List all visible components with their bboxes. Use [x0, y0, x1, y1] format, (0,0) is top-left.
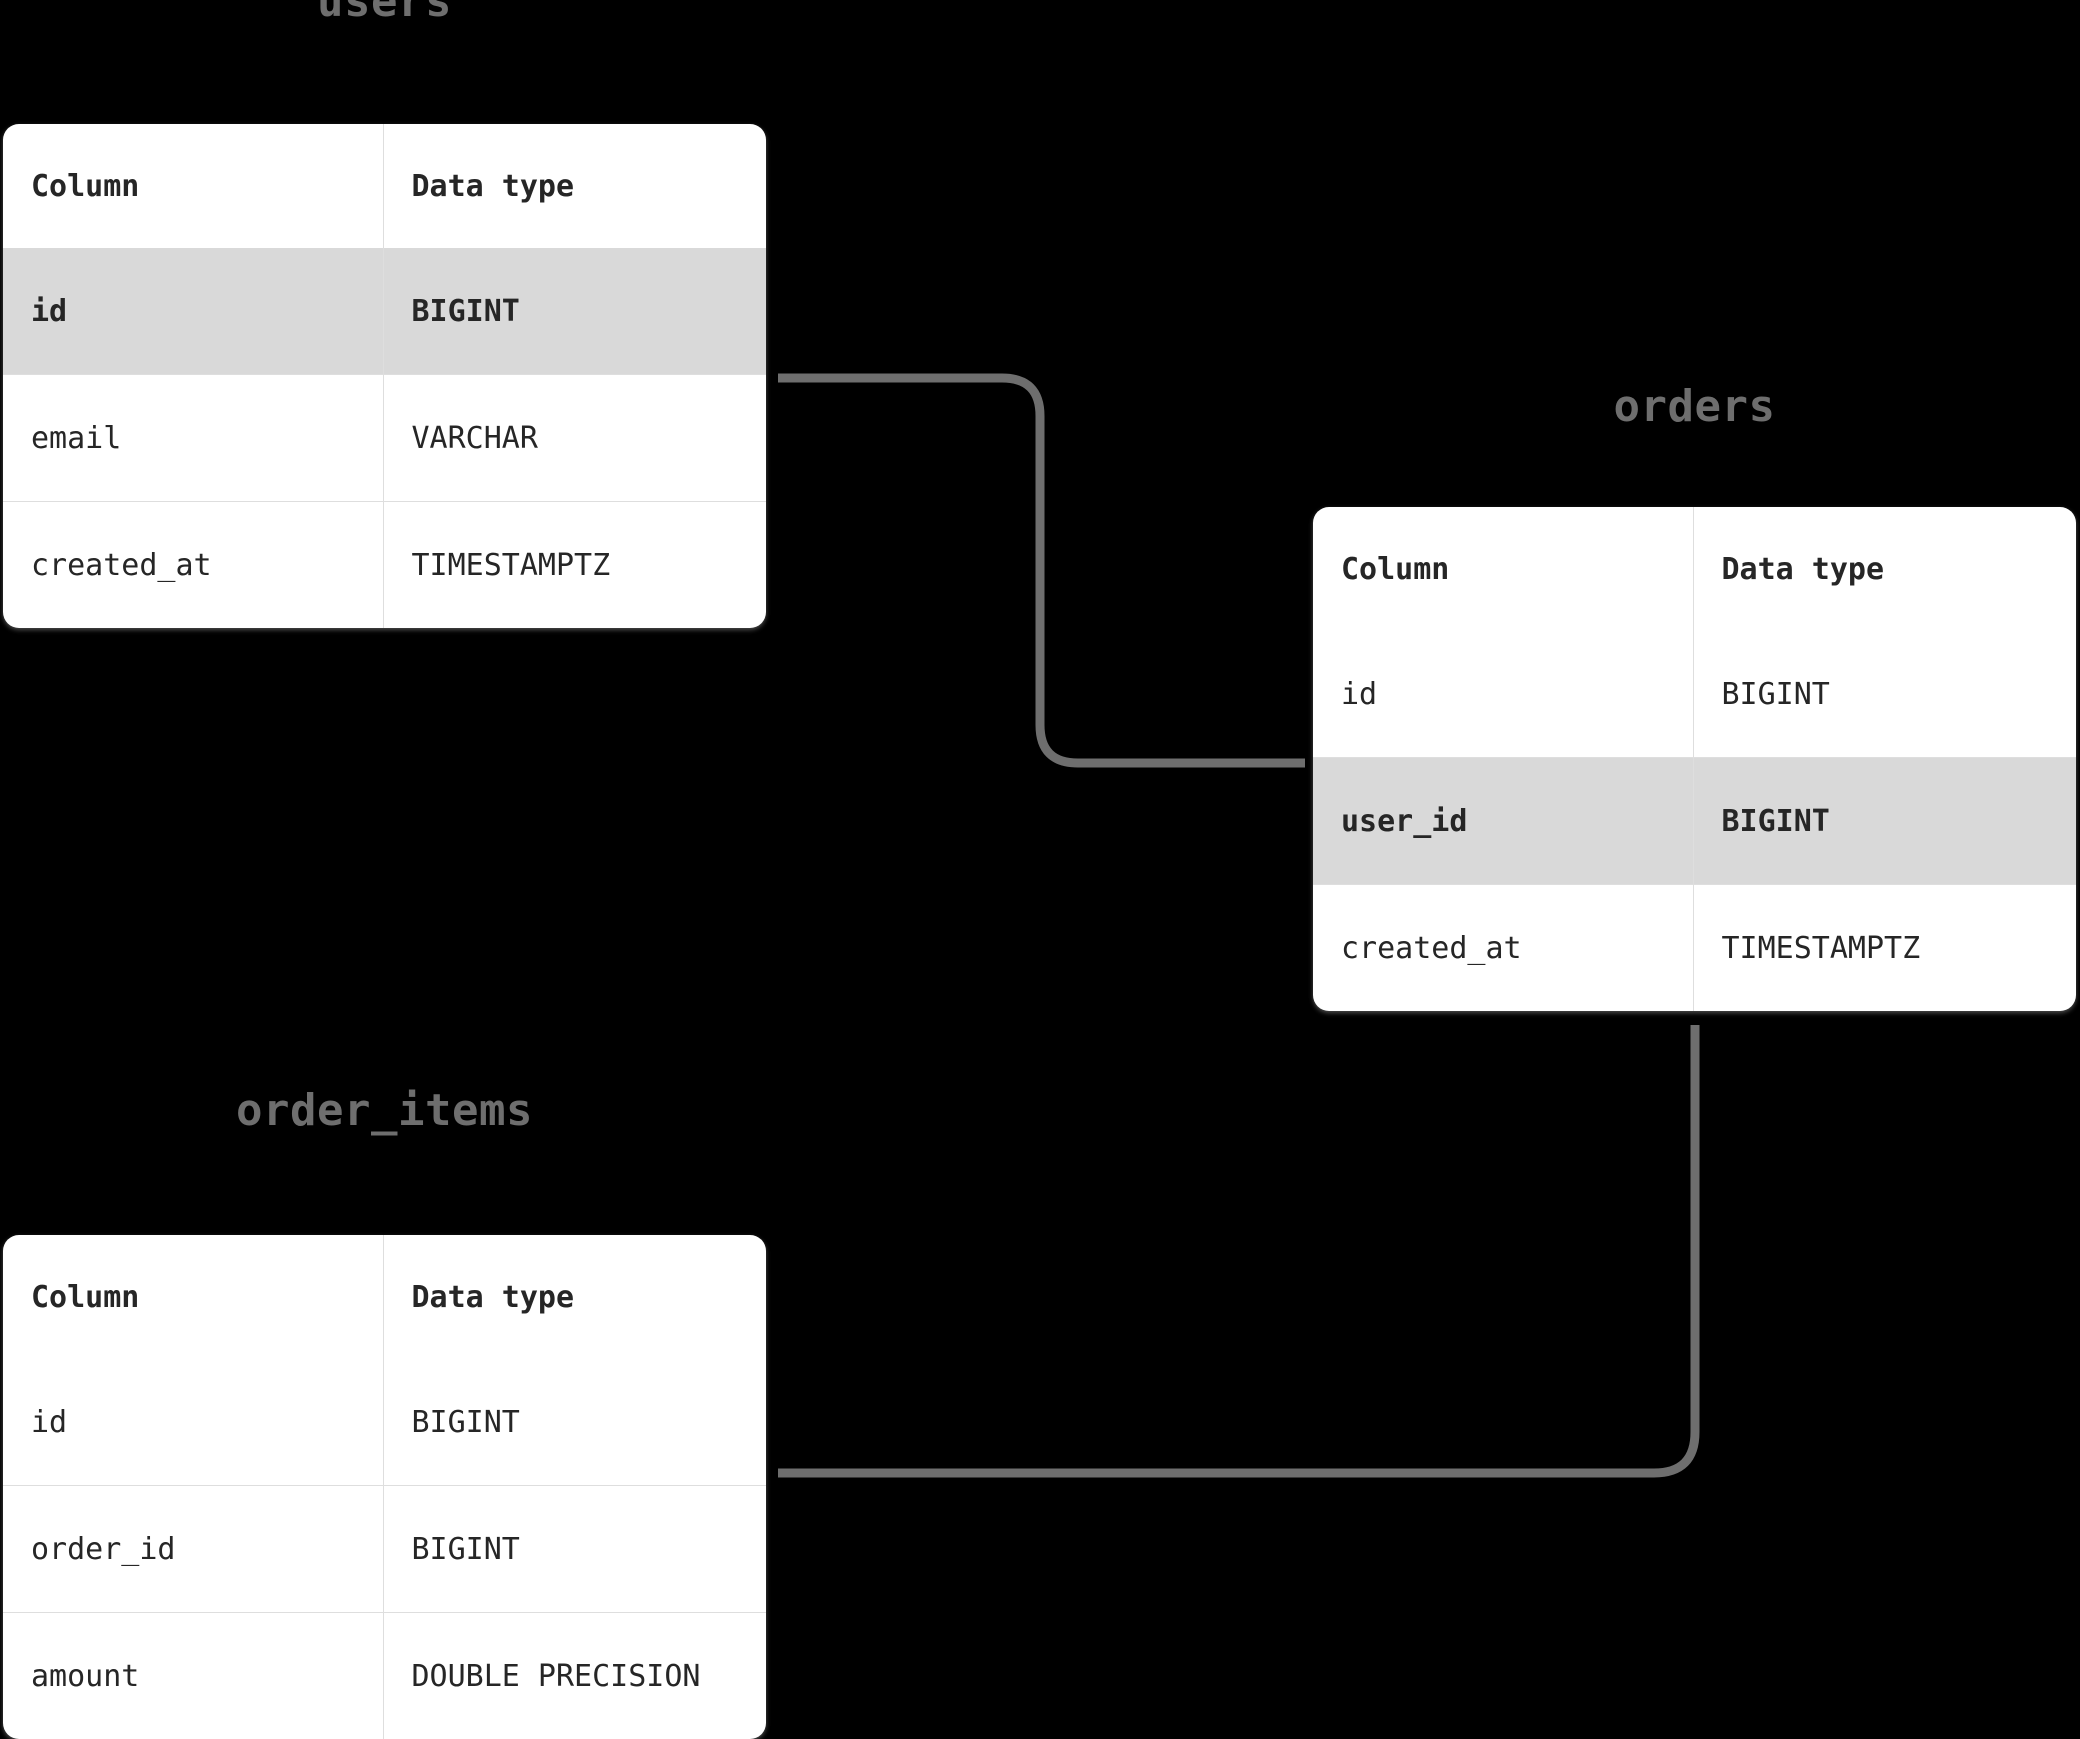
table-row[interactable]: created_at TIMESTAMPTZ [1313, 885, 2076, 1012]
column-type: BIGINT [383, 1359, 766, 1486]
column-name: id [3, 248, 383, 375]
schema-table-users: Column Data type id BIGINT email VARCHAR… [3, 124, 766, 628]
table-row[interactable]: email VARCHAR [3, 375, 766, 502]
schema-table-orders: Column Data type id BIGINT user_id BIGIN… [1313, 507, 2076, 1011]
column-type: TIMESTAMPTZ [383, 502, 766, 629]
table-card-users: Column Data type id BIGINT email VARCHAR… [3, 124, 766, 628]
table-node-orders[interactable]: orders Column Data type id BIGINT use [1313, 383, 2076, 1023]
column-type: VARCHAR [383, 375, 766, 502]
table-row[interactable]: amount DOUBLE PRECISION [3, 1613, 766, 1739]
column-name: order_id [3, 1486, 383, 1613]
header-data-type: Data type [383, 124, 766, 248]
column-name: created_at [1313, 885, 1693, 1012]
column-type: BIGINT [1693, 631, 2076, 758]
table-row[interactable]: created_at TIMESTAMPTZ [3, 502, 766, 629]
column-type: BIGINT [383, 248, 766, 375]
table-header-row: Column Data type [1313, 507, 2076, 631]
column-type: BIGINT [1693, 758, 2076, 885]
header-data-type: Data type [1693, 507, 2076, 631]
column-type: TIMESTAMPTZ [1693, 885, 2076, 1012]
table-title-users: users [3, 0, 766, 26]
header-column: Column [3, 124, 383, 248]
header-data-type: Data type [383, 1235, 766, 1359]
column-type: BIGINT [383, 1486, 766, 1613]
column-name: email [3, 375, 383, 502]
table-row[interactable]: order_id BIGINT [3, 1486, 766, 1613]
table-row[interactable]: id BIGINT [3, 1359, 766, 1486]
header-column: Column [1313, 507, 1693, 631]
table-node-users[interactable]: users Column Data type id BIGINT emai [3, 0, 766, 640]
column-name: id [3, 1359, 383, 1486]
header-column: Column [3, 1235, 383, 1359]
table-header-row: Column Data type [3, 124, 766, 248]
table-title-orders: orders [1313, 383, 2076, 431]
edge-orders-to-order-items-order-id [778, 1025, 1695, 1473]
table-row[interactable]: user_id BIGINT [1313, 758, 2076, 885]
table-node-order-items[interactable]: order_items Column Data type id BIGINT [3, 1087, 766, 1727]
column-name: amount [3, 1613, 383, 1739]
table-card-order-items: Column Data type id BIGINT order_id BIGI… [3, 1235, 766, 1739]
column-name: created_at [3, 502, 383, 629]
edge-users-id-to-orders-user-id [778, 378, 1305, 763]
column-name: id [1313, 631, 1693, 758]
table-title-order-items: order_items [3, 1087, 766, 1135]
table-card-orders: Column Data type id BIGINT user_id BIGIN… [1313, 507, 2076, 1011]
column-type: DOUBLE PRECISION [383, 1613, 766, 1739]
table-row[interactable]: id BIGINT [1313, 631, 2076, 758]
schema-table-order-items: Column Data type id BIGINT order_id BIGI… [3, 1235, 766, 1739]
column-name: user_id [1313, 758, 1693, 885]
table-header-row: Column Data type [3, 1235, 766, 1359]
table-row[interactable]: id BIGINT [3, 248, 766, 375]
